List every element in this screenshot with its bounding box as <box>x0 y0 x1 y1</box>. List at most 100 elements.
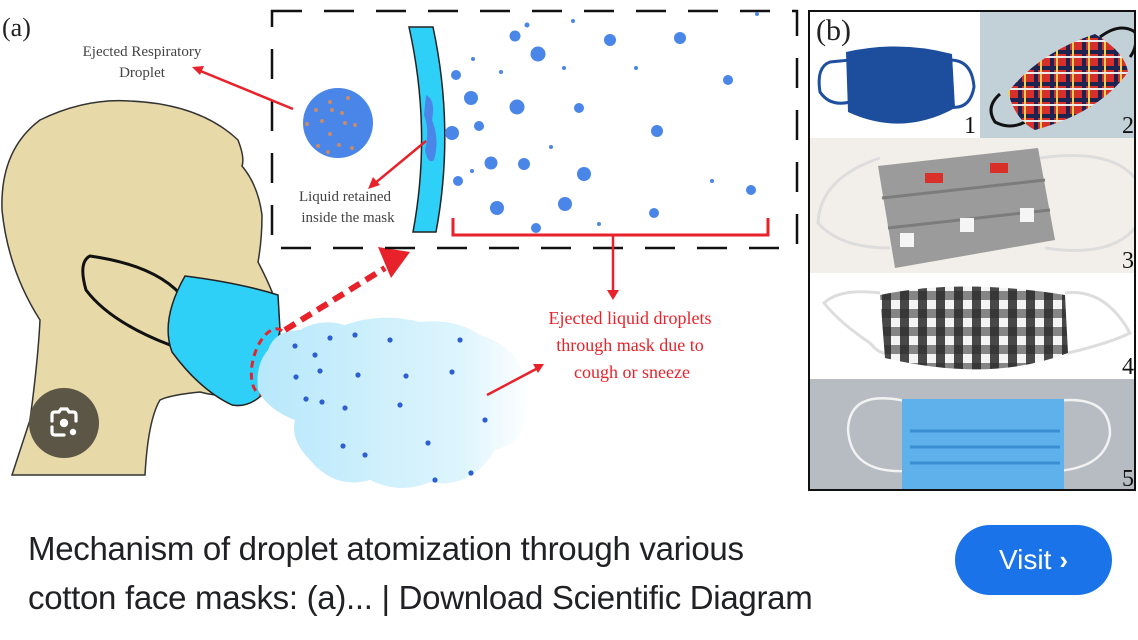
label-ejected-liquid: cough or sneeze <box>574 362 690 382</box>
arrow-head <box>192 66 204 75</box>
cloud-droplet <box>362 452 368 458</box>
chevron-right-icon: › <box>1059 544 1069 575</box>
droplet <box>651 125 663 137</box>
particle <box>328 100 332 104</box>
droplet <box>524 22 530 28</box>
photo-number: 5 <box>1122 466 1134 491</box>
caption-line: cotton face masks: (a)... | Download Sci… <box>28 579 813 616</box>
arrow-head <box>607 290 619 300</box>
cloud-droplet <box>342 405 348 411</box>
droplet <box>490 201 504 215</box>
droplets-bracket <box>451 218 770 237</box>
cloud-droplet <box>317 368 323 374</box>
retained-liquid <box>424 95 437 162</box>
particle <box>353 123 357 127</box>
cloud-droplet <box>340 443 346 449</box>
visit-button[interactable]: Visit › <box>955 525 1112 595</box>
droplet <box>746 185 756 195</box>
droplet <box>755 12 759 16</box>
mask-photo-3: 3 <box>810 138 1134 273</box>
droplet <box>634 66 638 70</box>
droplet <box>530 46 546 62</box>
cloud-droplet <box>397 402 403 408</box>
particle <box>305 122 309 126</box>
cloud-droplet <box>403 373 409 379</box>
cloud-arrow-line <box>486 366 539 397</box>
particle <box>350 146 354 150</box>
photo-number: 2 <box>1122 113 1134 138</box>
mask-photo-4: 4 <box>810 273 1134 379</box>
grey-pleated-mask-image <box>816 148 1134 268</box>
cloud-droplet <box>352 332 358 338</box>
particle <box>314 108 318 112</box>
droplet <box>531 223 541 233</box>
droplet <box>574 103 584 113</box>
blue-mask-image <box>817 46 976 124</box>
cloud-droplet <box>312 352 318 358</box>
droplet <box>453 176 463 186</box>
panel-a-label: (a) <box>2 13 31 42</box>
label-ejected-liquid: through mask due to <box>556 335 703 355</box>
droplet <box>471 57 475 61</box>
droplet <box>470 169 474 173</box>
droplet <box>649 208 659 218</box>
droplet <box>499 70 503 74</box>
droplet <box>549 145 553 149</box>
cloud-droplet <box>327 335 333 341</box>
arrow-to-droplet-label <box>197 68 294 111</box>
cough-cloud <box>257 317 532 489</box>
diagram-figure[interactable]: (a) <box>0 0 1138 500</box>
droplet <box>604 34 616 46</box>
cloud-droplet <box>355 372 361 378</box>
photo-number: 3 <box>1122 248 1134 273</box>
cloud-droplet <box>468 470 474 476</box>
particle <box>337 143 341 147</box>
label-ejected-droplet: Ejected Respiratory <box>83 44 202 60</box>
arrow-head <box>368 177 380 189</box>
photo-number: 4 <box>1122 354 1134 379</box>
result-caption-link[interactable]: Mechanism of droplet atomization through… <box>28 524 928 622</box>
droplet <box>445 126 459 140</box>
particle <box>330 108 334 112</box>
gingham-mask-image <box>821 286 1133 370</box>
label-ejected-droplet: Droplet <box>119 65 166 81</box>
google-lens-button[interactable] <box>29 388 99 458</box>
droplet <box>571 19 575 23</box>
caption-line: Mechanism of droplet atomization through… <box>28 530 744 567</box>
visit-label: Visit <box>998 544 1052 575</box>
droplet <box>577 167 591 181</box>
cloud-droplet <box>432 477 438 483</box>
cloud-droplet <box>387 337 393 343</box>
zoom-arrow-head <box>378 247 410 278</box>
cloud-droplet <box>425 440 431 446</box>
droplet <box>509 99 525 115</box>
label-ejected-liquid: Ejected liquid droplets <box>549 308 712 328</box>
cloud-droplet <box>303 396 309 402</box>
cloud-droplet <box>457 337 463 343</box>
panel-a: (a) <box>1 9 799 489</box>
ejected-droplets <box>445 12 759 233</box>
cloud-droplet <box>319 399 325 405</box>
mask-cross-section <box>408 26 446 233</box>
cloud-droplet <box>293 374 299 380</box>
mask-photo-2: 2 <box>980 12 1134 138</box>
arrow-to-retained-label <box>373 140 427 185</box>
plaid-mask-image <box>989 26 1134 130</box>
cloud-droplet <box>292 343 298 349</box>
droplet <box>597 222 601 226</box>
google-lens-icon <box>50 407 78 437</box>
droplet <box>484 156 498 170</box>
cloud-droplets <box>292 332 488 483</box>
zoom-arrow-line <box>283 265 387 333</box>
particle <box>340 111 344 115</box>
label-liquid-retained: inside the mask <box>301 210 395 226</box>
droplet <box>562 66 566 70</box>
panel-b-photos: (b) 1 <box>808 10 1136 491</box>
droplet <box>451 70 461 80</box>
cloud-droplet <box>449 369 455 375</box>
arrow-head <box>533 364 544 373</box>
label-liquid-retained: Liquid retained <box>299 189 392 205</box>
droplet <box>710 179 714 183</box>
particle <box>320 119 324 123</box>
particle <box>346 96 350 100</box>
